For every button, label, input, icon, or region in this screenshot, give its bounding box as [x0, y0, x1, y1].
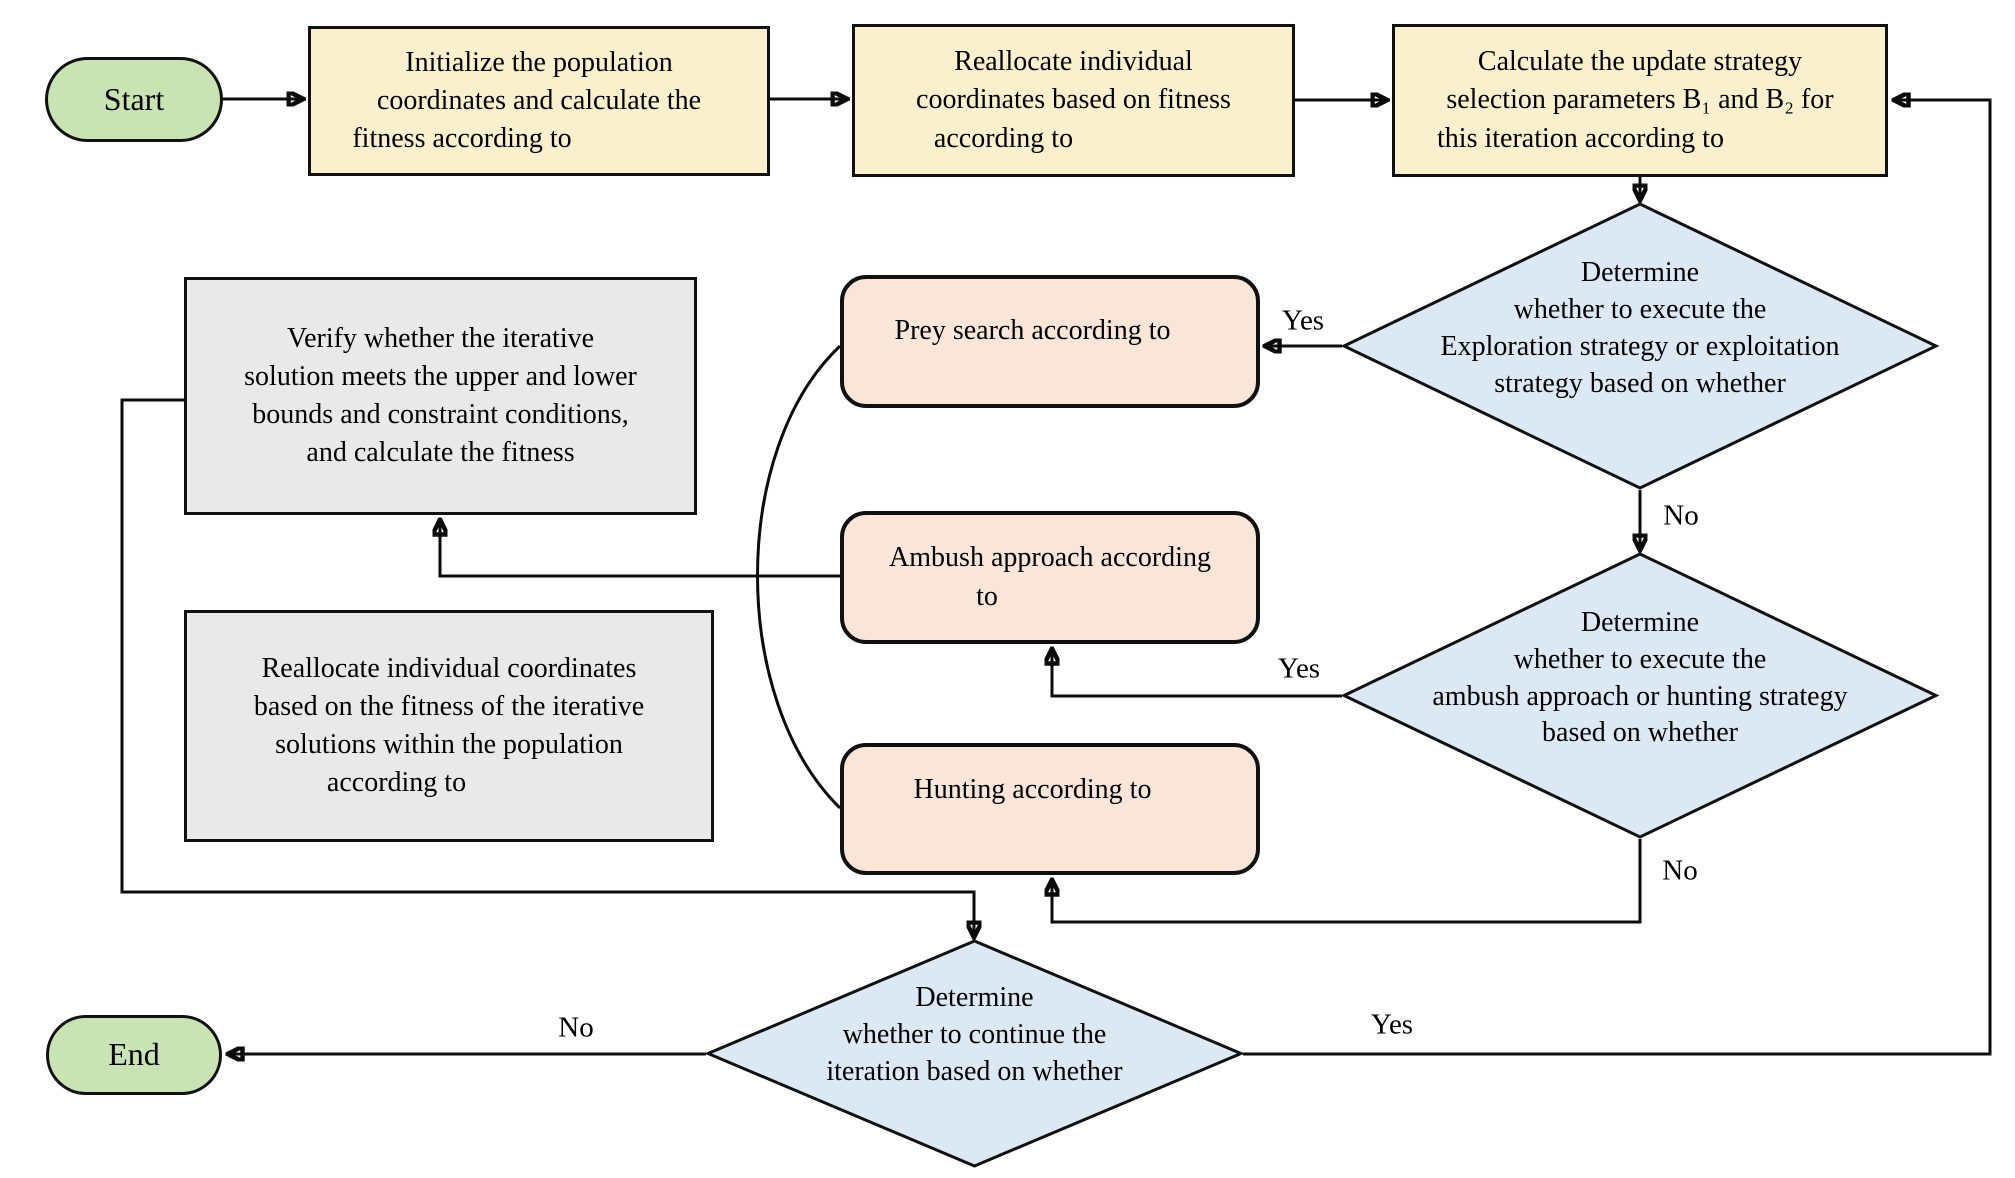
end-node: End	[46, 1015, 222, 1095]
process-ambush-approach: Ambush approach according to	[840, 511, 1260, 644]
edge-label-continue-no: No	[558, 1011, 594, 1044]
decision-exploration-label: Determine whether to execute the Explora…	[1440, 257, 1840, 399]
process-initialize-population: Initialize the population coordinates an…	[308, 26, 770, 176]
process-prey-search: Prey search according to	[840, 275, 1260, 408]
start-node: Start	[45, 57, 223, 142]
process-reallocate-population: Reallocate individual coordinates based …	[184, 610, 714, 842]
edge-label-ambush-yes: Yes	[1277, 652, 1321, 685]
edge-verify-decision3	[120, 398, 974, 936]
decision-ambush-hunting: Determine whether to execute the ambush …	[1340, 552, 1940, 839]
edge-label-explore-no: No	[1663, 499, 1699, 532]
process-verify-bounds: Verify whether the iterative solution me…	[184, 277, 697, 515]
edge-label-explore-yes: Yes	[1281, 304, 1325, 337]
diamond-shape	[704, 939, 1245, 1168]
edge-label-continue-yes: Yes	[1370, 1008, 1414, 1041]
edge-decision3-calc-yes	[1243, 100, 1992, 1056]
decision-exploration-exploitation: Determine whether to execute the Explora…	[1340, 202, 1940, 490]
process-reallocate-fitness: Reallocate individual coordinates based …	[852, 24, 1295, 177]
edge-strategies-verify	[440, 521, 840, 578]
decision-continue-label: Determine whether to continue the iterat…	[826, 982, 1123, 1087]
decision-continue-iteration: Determine whether to continue the iterat…	[704, 939, 1245, 1168]
process-calc-strategy-params: Calculate the update strategy selection …	[1392, 24, 1888, 177]
start-label: Start	[103, 80, 165, 117]
decision-ambush-label: Determine whether to execute the ambush …	[1432, 606, 1848, 749]
process-hunting: Hunting according to	[840, 743, 1260, 875]
diamond-shape	[1340, 202, 1940, 490]
diamond-shape	[1340, 552, 1940, 839]
edge-label-ambush-no: No	[1662, 854, 1698, 887]
end-label: End	[108, 1036, 160, 1073]
edge-decision2-hunting-no	[1052, 839, 1642, 924]
edge-decision2-ambush-yes	[1052, 650, 1342, 698]
